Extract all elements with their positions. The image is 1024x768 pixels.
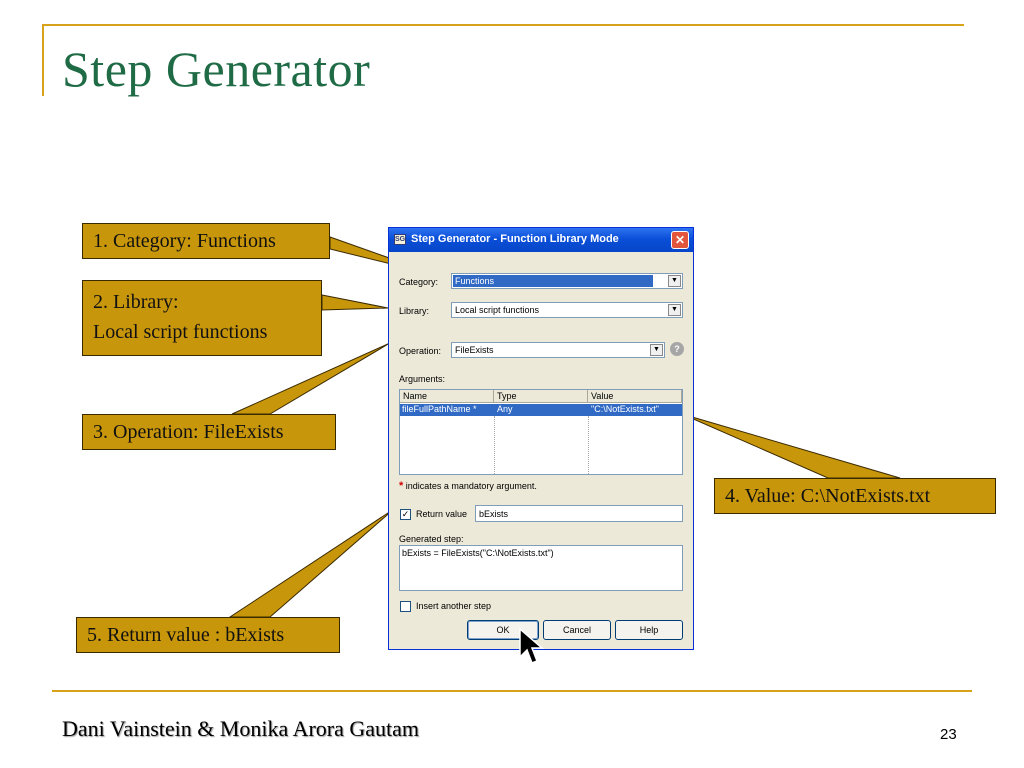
operation-select[interactable]: FileExists ▼	[451, 342, 665, 358]
generated-step-label: Generated step:	[399, 534, 464, 544]
leader-value	[681, 413, 901, 479]
callout-operation-text: 3. Operation: FileExists	[93, 421, 284, 443]
close-icon: ✕	[674, 232, 686, 247]
step-generator-dialog: SG Step Generator - Function Library Mod…	[388, 227, 694, 650]
close-button[interactable]: ✕	[671, 231, 689, 249]
callout-category-text: 1. Category: Functions	[93, 230, 276, 252]
category-label: Category:	[399, 277, 439, 287]
column-header-name-text: Name	[403, 391, 428, 401]
chevron-down-icon[interactable]: ▼	[650, 344, 663, 356]
column-header-type-text: Type	[497, 391, 517, 401]
callout-return-value: 5. Return value : bExists	[76, 617, 340, 653]
return-value-input[interactable]: bExists	[475, 505, 683, 522]
mouse-pointer-icon	[519, 627, 544, 664]
chevron-down-icon[interactable]: ▼	[668, 275, 681, 287]
library-select[interactable]: Local script functions ▼	[451, 302, 683, 318]
category-select-value: Functions	[453, 275, 653, 287]
library-label: Library:	[399, 306, 430, 316]
callout-library-line2: Local script functions	[93, 321, 268, 343]
table-row[interactable]: fileFullPathName * Any "C:\NotExists.txt…	[400, 404, 682, 416]
return-value-input-text: bExists	[479, 509, 509, 519]
library-select-value: Local script functions	[455, 305, 540, 315]
dialog-title: Step Generator - Function Library Mode	[411, 233, 619, 245]
bottom-rule	[52, 690, 972, 692]
argument-name-cell: fileFullPathName *	[402, 404, 477, 414]
help-button[interactable]: Help	[615, 620, 683, 640]
mandatory-star-icon: *	[399, 480, 404, 492]
argument-value-cell[interactable]: "C:\NotExists.txt"	[591, 404, 659, 414]
return-value-checkbox[interactable]: ✓	[400, 509, 411, 520]
page-number: 23	[940, 726, 957, 743]
column-divider	[588, 416, 589, 474]
mandatory-note: * indicates a mandatory argument.	[399, 480, 537, 492]
operation-select-value: FileExists	[455, 345, 494, 355]
callout-library-line1: 2. Library:	[93, 291, 179, 313]
category-select[interactable]: Functions ▼	[451, 273, 683, 289]
callout-operation: 3. Operation: FileExists	[82, 414, 336, 450]
callout-return-value-text: 5. Return value : bExists	[87, 624, 285, 646]
callout-category: 1. Category: Functions	[82, 223, 330, 259]
arguments-label: Arguments:	[399, 374, 446, 384]
leader-library	[321, 294, 389, 311]
generated-step-text: bExists = FileExists("C:\NotExists.txt")	[402, 548, 554, 558]
left-rule	[42, 24, 44, 96]
dialog-titlebar[interactable]: SG Step Generator - Function Library Mod…	[389, 228, 693, 252]
footer-author: Dani Vainstein & Monika Arora Gautam	[62, 716, 420, 741]
callout-library: 2. Library: Local script functions	[82, 280, 322, 356]
cancel-button[interactable]: Cancel	[543, 620, 611, 640]
checkmark-icon: ✓	[401, 509, 410, 519]
arguments-table: Name Type Value fileFullPathName * Any "…	[399, 389, 683, 475]
mandatory-note-text: indicates a mandatory argument.	[405, 481, 537, 491]
generated-step-textarea[interactable]: bExists = FileExists("C:\NotExists.txt")	[399, 545, 683, 591]
operation-label: Operation:	[399, 346, 442, 356]
column-header-value[interactable]: Value	[588, 390, 682, 403]
return-value-label: Return value	[416, 509, 468, 519]
column-header-type[interactable]: Type	[494, 390, 588, 403]
step-generator-icon: SG	[394, 234, 406, 245]
insert-another-label: Insert another step	[416, 601, 492, 611]
top-rule	[42, 24, 964, 26]
column-divider	[494, 416, 495, 474]
help-icon[interactable]: ?	[670, 342, 684, 356]
callout-value-text: 4. Value: C:\NotExists.txt	[725, 485, 931, 507]
chevron-down-icon[interactable]: ▼	[668, 304, 681, 316]
leader-return	[228, 508, 395, 618]
column-header-value-text: Value	[591, 391, 614, 401]
insert-another-checkbox[interactable]	[400, 601, 411, 612]
column-header-name[interactable]: Name	[400, 390, 494, 403]
slide-title: Step Generator	[62, 41, 371, 97]
callout-value: 4. Value: C:\NotExists.txt	[714, 478, 996, 514]
argument-type-cell: Any	[497, 404, 513, 414]
